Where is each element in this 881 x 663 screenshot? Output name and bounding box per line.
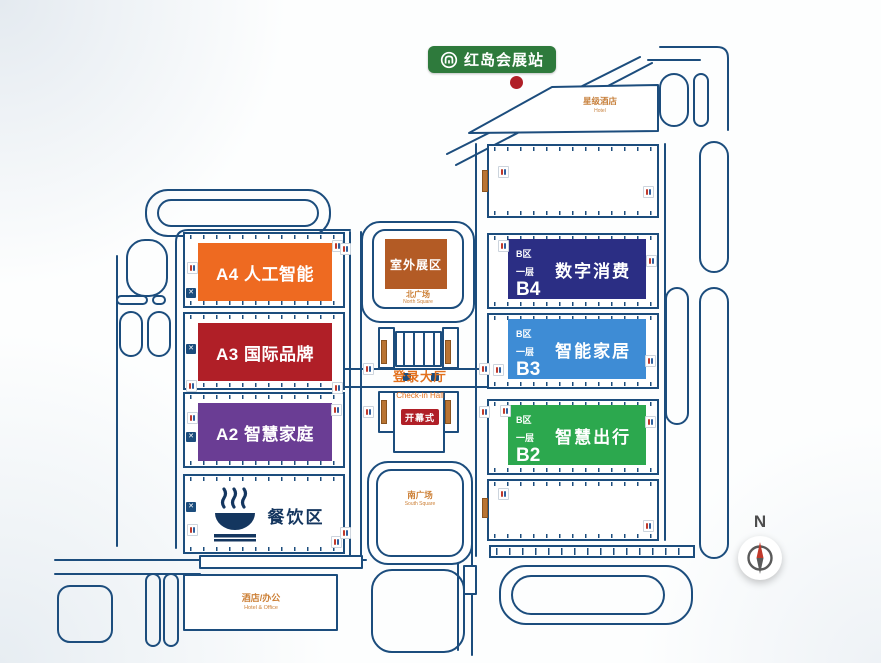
hall-dining: 餐饮区 [183, 474, 345, 554]
hall-a4-block: A4 人工智能 [198, 243, 332, 301]
escalator-bar-icon [381, 340, 387, 364]
restroom-icon [187, 262, 198, 274]
b2-name: 智慧出行 [555, 427, 632, 447]
restroom-icon [332, 382, 343, 394]
hotel-label-zh: 星级酒店 [582, 96, 617, 106]
restroom-icon [493, 364, 504, 376]
escalator-bar-icon [482, 498, 488, 518]
metro-logo-icon [440, 51, 458, 68]
hall-b-upper [487, 144, 659, 218]
north-square-label-en: North Square [403, 299, 433, 305]
opening-ceremony-badge: 开幕式 [401, 409, 439, 425]
hotel-label-en: Hotel [594, 108, 606, 114]
hall-a2: A2 智慧家庭 [183, 392, 345, 468]
station-badge-label: 红岛会展站 [463, 52, 544, 69]
checkin-hall-label-en: Check-in Hall [396, 391, 444, 400]
hall-a4: A4 人工智能 [183, 232, 345, 308]
station-location-dot [510, 76, 523, 89]
restroom-icon [187, 524, 198, 536]
escalator-bar-icon [381, 400, 387, 424]
hall-b4-block: B区一层 B4 数字消费 [508, 239, 646, 299]
outdoor-exhibition-block: 室外展区 [385, 239, 447, 289]
checkin-hall-label-zh: 登录大厅 [392, 370, 447, 384]
hotel-office-building [183, 574, 338, 631]
hotel-building [468, 84, 659, 134]
restroom-icon [498, 240, 509, 252]
escalator-bar-icon [445, 340, 451, 364]
restroom-icon [479, 363, 490, 375]
south-square-label-zh: 南广场 [407, 490, 433, 500]
hall-b-strip [489, 545, 695, 558]
restroom-icon [340, 527, 351, 539]
compass-north-label: N [753, 512, 767, 531]
hall-a2-block: A2 智慧家庭 [198, 403, 332, 461]
stairs-icon: ✕ [186, 344, 196, 354]
restroom-icon [500, 405, 511, 417]
hall-a3: A3 国际品牌 [183, 312, 345, 390]
a-zone-boundary [175, 229, 351, 549]
hotel-office-label-en: Hotel & Office [244, 605, 278, 611]
stairs-icon: ✕ [186, 432, 196, 442]
north-square-label-zh: 北广场 [406, 290, 430, 299]
hall-b2: B区一层 B2 智慧出行 [487, 399, 659, 475]
escalator-bar-icon [482, 170, 488, 192]
b3-zone-label: B区一层 [516, 329, 535, 357]
dining-label: 餐饮区 [267, 507, 325, 527]
south-square-label-en: South Square [404, 501, 436, 507]
restroom-icon [645, 355, 656, 367]
restroom-icon [186, 380, 197, 392]
restroom-icon [363, 363, 374, 375]
b4-zone-label: B区一层 [516, 249, 535, 277]
b4-id: B4 [516, 279, 541, 300]
escalator-bar-icon [445, 400, 451, 424]
restroom-icon [331, 404, 342, 416]
bowl-icon [213, 487, 256, 542]
restroom-icon [340, 243, 351, 255]
restroom-icon [643, 186, 654, 198]
restroom-icon [643, 520, 654, 532]
hotel-office-label-zh: 酒店/办公 [241, 593, 281, 603]
restroom-icon [187, 412, 198, 424]
restroom-icon [331, 536, 342, 548]
b2-zone-label: B区一层 [516, 415, 535, 443]
restroom-icon [645, 416, 656, 428]
b3-name: 智能家居 [555, 341, 632, 361]
compass-icon [738, 536, 782, 580]
stairs-icon: ✕ [186, 502, 196, 512]
restroom-icon [363, 406, 374, 418]
stairs-icon: ✕ [186, 288, 196, 298]
hall-a3-block: A3 国际品牌 [198, 323, 332, 381]
hall-b3: B区一层 B3 智能家居 [487, 313, 659, 389]
restroom-icon [498, 488, 509, 500]
hall-b4: B区一层 B4 数字消费 [487, 233, 659, 309]
b2-id: B2 [516, 445, 541, 466]
restroom-icon [646, 255, 657, 267]
restroom-icon [498, 166, 509, 178]
hall-b2-block: B区一层 B2 智慧出行 [508, 405, 646, 465]
hall-b3-block: B区一层 B3 智能家居 [508, 319, 646, 379]
restroom-icon [479, 406, 490, 418]
metro-station-badge: 红岛会展站 [428, 46, 556, 73]
b4-name: 数字消费 [555, 261, 632, 281]
hall-b-lower [487, 479, 659, 541]
b3-id: B3 [516, 359, 541, 380]
